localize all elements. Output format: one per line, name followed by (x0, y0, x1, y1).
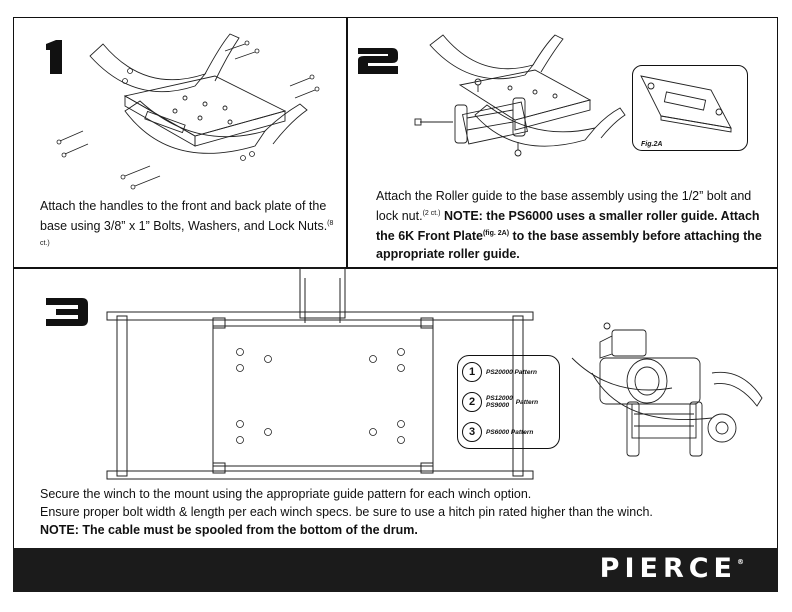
fig-2a-label: Fig.2A (641, 141, 663, 148)
step-2-number-graphic (358, 48, 398, 74)
pattern-legend: 1 PS20000 Pattern 2 PS12000 PS9000 Patte… (457, 355, 560, 449)
step-2-text: Attach the Roller guide to the base asse… (376, 189, 752, 224)
step-3-note: NOTE: The cable must be spooled from the… (40, 523, 418, 537)
brand-registered-mark: ® (737, 558, 744, 566)
pattern-3-label: PS6000 Pattern (486, 428, 534, 436)
step-2-count: (2 ct.) (422, 210, 441, 217)
legend-row-ps12000-ps9000: 2 PS12000 PS9000 Pattern (462, 392, 538, 412)
step-1-number-graphic (46, 40, 62, 74)
step-3-line-2: Ensure proper bolt width & length per ea… (40, 505, 653, 519)
front-plate-6k-drawing (640, 75, 732, 133)
pattern-2-model-a: PS12000 (486, 395, 513, 402)
step-2-note-part2: to the base assembly before attaching th… (376, 229, 762, 262)
fig-2a-inset: Fig.2A (632, 65, 748, 151)
brand-name: PIERCE (599, 553, 737, 584)
legend-row-ps20000: 1 PS20000 Pattern (462, 362, 537, 382)
step-2-note-part1: NOTE: the PS6000 uses a smaller roller g… (376, 209, 760, 244)
pattern-2-badge: 2 (462, 392, 482, 412)
handles-base-assembly-drawing (56, 33, 320, 190)
step-1-count: (8 ct.) (40, 220, 334, 248)
step-3-line-1: Secure the winch to the mount using the … (40, 487, 532, 501)
mount-top-view-drawing (106, 267, 534, 480)
footer-bar: PIERCE® (13, 548, 778, 592)
step-2-note: NOTE: the PS6000 uses a smaller roller g… (376, 209, 762, 261)
legend-row-ps6000: 3 PS6000 Pattern (462, 422, 533, 442)
step-1-text: Attach the handles to the front and back… (40, 199, 328, 234)
pattern-1-label: PS20000 Pattern (486, 368, 537, 376)
roller-guide-assembly-drawing (414, 34, 626, 157)
pattern-2-model-b: PS9000 (486, 402, 510, 409)
pattern-3-badge: 3 (462, 422, 482, 442)
step-3-instructions: Secure the winch to the mount using the … (40, 485, 780, 539)
panel-divider-horizontal (13, 267, 778, 269)
winch-assembly-drawing (571, 322, 763, 457)
step-3-number-graphic (46, 298, 88, 326)
step-1-instructions: Attach the handles to the front and back… (40, 197, 340, 255)
pierce-logo: PIERCE® (600, 553, 744, 584)
pattern-1-badge: 1 (462, 362, 482, 382)
step-2-instructions: Attach the Roller guide to the base asse… (376, 187, 771, 263)
pattern-2-models: PS12000 PS9000 (486, 395, 513, 409)
pattern-2-suffix: Pattern (515, 398, 539, 406)
step-2-fig-ref: (fig. 2A) (482, 230, 510, 238)
panel-divider-vertical (346, 17, 348, 267)
